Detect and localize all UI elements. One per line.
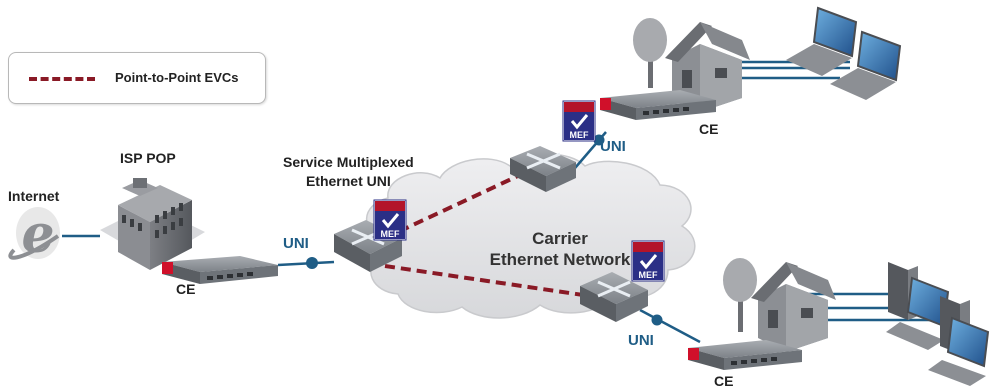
uni-label-top: UNI (600, 138, 626, 155)
desktop-computer-icon (886, 262, 990, 386)
uni-points (306, 134, 663, 326)
mef-badge-top: MEF (562, 100, 596, 142)
svg-text:MEF: MEF (570, 130, 590, 140)
ce-label-top: CE (699, 121, 719, 137)
internet-label: Internet (8, 188, 60, 204)
ce-label-bottom: CE (714, 373, 734, 389)
ethernet-switch-icon-bottom (580, 272, 648, 322)
building-icon (100, 178, 205, 270)
ce-router-icon-top (600, 90, 716, 120)
service-multiplexed-line2: Ethernet UNI (305, 173, 391, 189)
carrier-network-label: Carrier Ethernet Network (460, 228, 660, 270)
ce-label-left: CE (176, 281, 196, 297)
laptop-icon (786, 6, 902, 100)
legend: Point-to-Point EVCs (8, 52, 266, 104)
house-icon-bottom (751, 262, 836, 352)
tree-icon-bottom (723, 258, 757, 332)
evc-line-top (384, 173, 521, 240)
mef-badge-center: MEF (373, 199, 407, 241)
ce-router-icon (162, 256, 278, 284)
service-multiplexed-line1: Service Multiplexed (283, 154, 414, 170)
evc-line-bottom (384, 264, 591, 298)
ethernet-switch-icon (334, 220, 402, 272)
isp-pop-label: ISP POP (120, 150, 176, 166)
svg-text:MEF: MEF (381, 229, 401, 239)
legend-label: Point-to-Point EVCs (115, 70, 239, 85)
service-multiplexed-label: Service Multiplexed Ethernet UNI (283, 153, 414, 191)
uni-point-bottom (651, 314, 663, 326)
uni-label-left: UNI (283, 235, 309, 252)
internet-explorer-icon: e (8, 204, 60, 265)
evc-legend-swatch (29, 77, 95, 81)
uni-label-bottom: UNI (628, 332, 654, 349)
ce-router-icon-bottom (688, 340, 802, 370)
tree-icon (633, 18, 667, 88)
uni-point-top (593, 134, 605, 146)
mef-certified-badge-icon: MEF MEF MEF (373, 100, 665, 282)
uni-point-left (306, 257, 318, 269)
carrier-network-line2: Ethernet Network (489, 250, 631, 269)
svg-text:MEF: MEF (639, 270, 659, 280)
carrier-network-line1: Carrier (532, 229, 588, 248)
ethernet-switch-icon-top (510, 146, 576, 192)
evc-lines (384, 173, 591, 298)
mef-badge-bottom: MEF (631, 240, 665, 282)
